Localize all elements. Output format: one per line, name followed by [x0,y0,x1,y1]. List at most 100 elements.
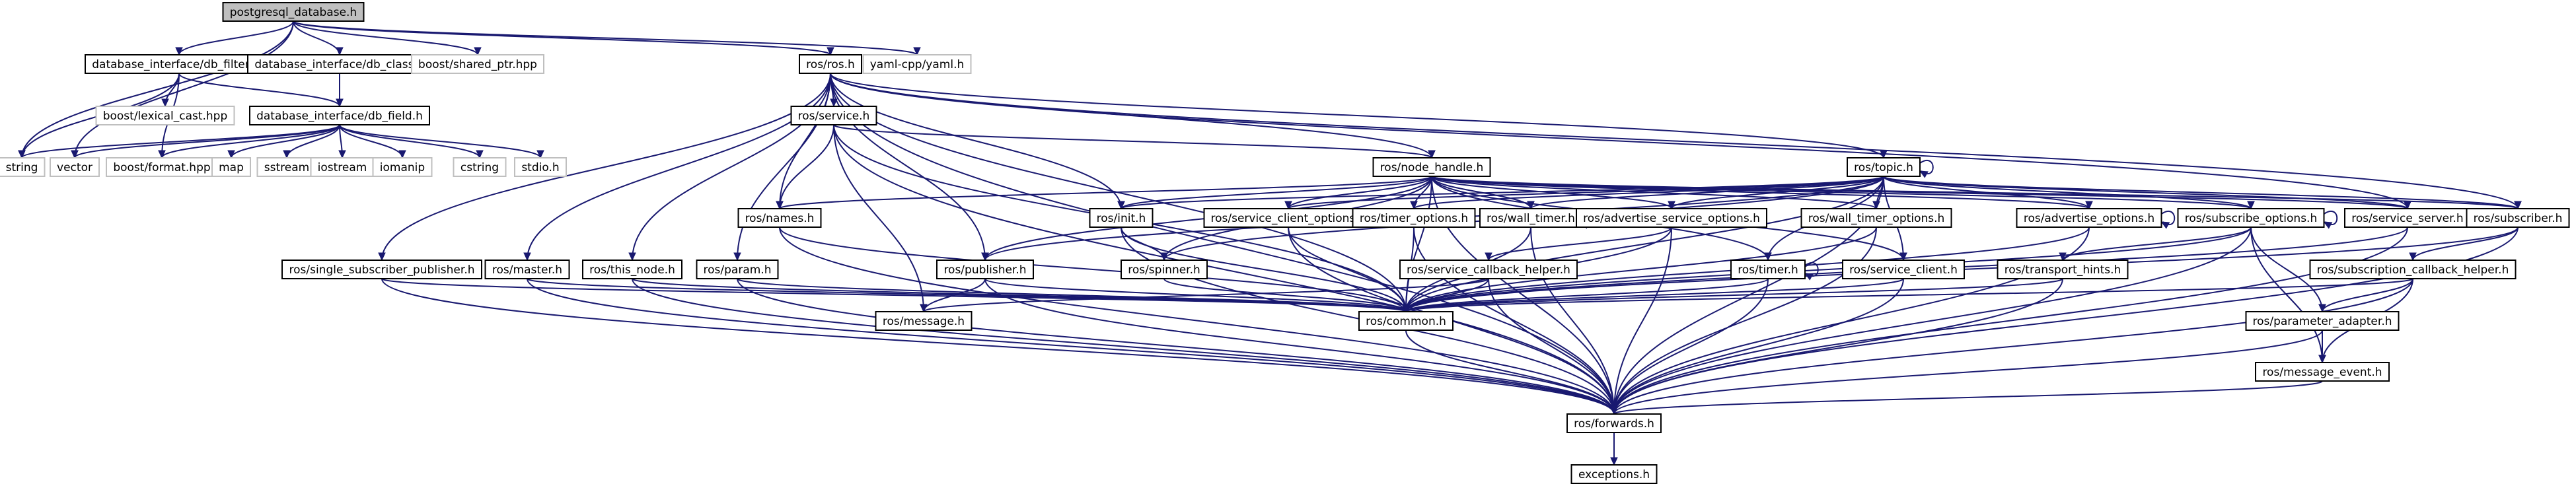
node-ros-subscribe-options[interactable]: ros/subscribe_options.h [2177,208,2325,228]
node-stdio: stdio.h [514,157,567,177]
edge-ros_topic-to-ros_service_client_options-arrowhead [1284,201,1292,210]
node-label: ros/this_node.h [589,263,675,277]
node-label: ros/service_server.h [2351,212,2463,225]
node-label: vector [57,161,92,174]
node-ros-init[interactable]: ros/init.h [1089,208,1154,228]
edge-ros_topic-to-ros_wall_timer [1530,176,1884,209]
node-ros-forwards[interactable]: ros/forwards.h [1566,413,1662,433]
node-ros-wall-timer-options[interactable]: ros/wall_timer_options.h [1800,208,1952,228]
node-ros-names[interactable]: ros/names.h [737,208,822,228]
node-ros-service-client-options[interactable]: ros/service_client_options.h [1203,208,1374,228]
node-box [2177,208,2325,228]
node-dbi-field[interactable]: database_interface/db_field.h [249,106,430,125]
edge-ros_ros-to-ros_forwards [830,73,1615,415]
edge-ros_topic-to-ros_subscribe_options [1883,176,2252,209]
node-label: ros/service.h [798,110,870,123]
node-dbi-class[interactable]: database_interface/db_class.h [247,54,432,74]
node-label: yaml-cpp/yaml.h [870,58,965,71]
node-label: database_interface/db_class.h [254,58,424,71]
node-box [582,260,682,279]
node-ros-service-client[interactable]: ros/service_client.h [1842,260,1965,279]
edge-dbi_filters-to-boost_lexical-arrowhead [161,98,169,108]
edge-ros_topic-to-ros_timer_options [1413,176,1884,209]
node-label: ros/topic.h [1854,161,1913,174]
node-ros-topic[interactable]: ros/topic.h [1847,157,1921,177]
edge-ros_subscription_callback_helper-to-ros_forwards [1613,278,2413,415]
node-box [737,208,822,228]
node-box [2309,260,2517,279]
node-label: ros/subscribe_options.h [2185,212,2317,225]
node-ros-message[interactable]: ros/message.h [875,311,973,331]
node-dbi-filters[interactable]: database_interface/db_filters.h [85,54,274,74]
edge-ros_parameter_adapter-to-ros_forwards [1613,330,2323,415]
edge-ros_common-to-ros_forwards [1405,330,1615,415]
node-label: ros/message_event.h [2262,366,2382,379]
node-ros-node-handle[interactable]: ros/node_handle.h [1372,157,1491,177]
edge-dbi_field-to-stdio-arrowhead [536,150,544,159]
node-ros-wall-timer[interactable]: ros/wall_timer.h [1479,208,1582,228]
edge-ros_param-to-ros_common [737,278,1407,312]
node-box [696,260,779,279]
node-ros-spinner[interactable]: ros/spinner.h [1121,260,1208,279]
node-ros-subscriber[interactable]: ros/subscriber.h [2466,208,2570,228]
node-box [484,260,570,279]
edge-ros_spinner-to-ros_common [1163,278,1407,312]
edge-dbi_field-to-boost_format [161,124,340,158]
edge-ros_topic-to-ros_subscriber [1883,176,2519,209]
node-ros-param[interactable]: ros/param.h [696,260,779,279]
edge-root-to-boost_shared-arrowhead [474,47,482,56]
node-box [2344,208,2471,228]
node-vector: vector [50,157,100,177]
edge-root-to-ros_ros-arrowhead [827,47,834,56]
node-ros-this-node[interactable]: ros/this_node.h [582,260,682,279]
node-ros-single-subscriber-publisher[interactable]: ros/single_subscriber_publisher.h [281,260,482,279]
node-yaml: yaml-cpp/yaml.h [862,54,972,74]
node-ros-timer-options[interactable]: ros/timer_options.h [1352,208,1476,228]
node-ros-publisher[interactable]: ros/publisher.h [936,260,1034,279]
edge-ros_topic-to-ros_service_client_options [1288,176,1884,209]
edge-ros_topic-to-ros_wall_timer-arrowhead [1527,201,1535,210]
node-box [1842,260,1965,279]
edge-ros_subscribe_options-to-ros_subscribe_options-arrowhead [2323,221,2333,229]
node-ros-ros[interactable]: ros/ros.h [799,54,862,74]
edge-ros_advertise_service_options-to-ros_service_callback_helper [1488,226,1672,261]
edge-ros_topic-to-ros_service_client-arrowhead [1899,252,1907,261]
node-ros-message-event[interactable]: ros/message_event.h [2255,362,2390,382]
node-ros-timer[interactable]: ros/timer.h [1730,260,1806,279]
edge-ros_service_client-to-ros_forwards [1613,278,1904,415]
edge-ros_param-to-ros_forwards [737,278,1615,415]
edge-ros_single_subscriber_publisher-to-ros_forwards [381,278,1615,415]
node-box [1566,413,1662,433]
edge-ros_subscribe_options-to-ros_forwards [1613,226,2252,415]
node-ros-service[interactable]: ros/service.h [790,106,877,125]
node-ros-parameter-adapter[interactable]: ros/parameter_adapter.h [2245,311,2400,331]
node-ros-service-callback-helper[interactable]: ros/service_callback_helper.h [1399,260,1578,279]
node-label: boost/lexical_cast.hpp [103,110,228,123]
node-box [211,157,251,177]
edge-ros_wall_timer_options-to-ros_forwards [1613,226,1877,415]
node-root[interactable]: postgresql_database.h [222,2,365,22]
node-label: stdio.h [521,161,559,174]
node-ros-subscription-callback-helper[interactable]: ros/subscription_callback_helper.h [2309,260,2517,279]
node-ros-transport-hints[interactable]: ros/transport_hints.h [1997,260,2129,279]
edge-ros_ros-to-ros_single_subscriber_publisher-arrowhead [378,252,386,261]
node-ros-master[interactable]: ros/master.h [484,260,570,279]
edge-root-to-yaml [293,20,918,55]
edge-dbi_field-to-iomanip-arrowhead [398,150,406,159]
edge-ros_topic-to-ros_common [1405,176,1884,312]
node-ros-advertise-options[interactable]: ros/advertise_options.h [2016,208,2162,228]
node-box [1203,208,1374,228]
edge-ros_transport_hints-to-ros_common [1405,278,2063,312]
edge-ros_ros-to-ros_this_node [632,73,831,261]
edge-ros_topic-to-ros_init-arrowhead [1117,201,1125,210]
node-ros-common[interactable]: ros/common.h [1358,311,1454,331]
edge-root-to-yaml-arrowhead [913,47,921,56]
node-ros-service-server[interactable]: ros/service_server.h [2344,208,2471,228]
node-box [372,157,433,177]
node-label: ros/names.h [745,212,815,225]
node-ros-advertise-service-options[interactable]: ros/advertise_service_options.h [1576,208,1767,228]
node-exceptions[interactable]: exceptions.h [1570,464,1658,484]
edge-dbi_field-to-iostream-arrowhead [338,150,346,159]
edge-ros_topic-to-ros_advertise_options-arrowhead [2085,201,2093,210]
